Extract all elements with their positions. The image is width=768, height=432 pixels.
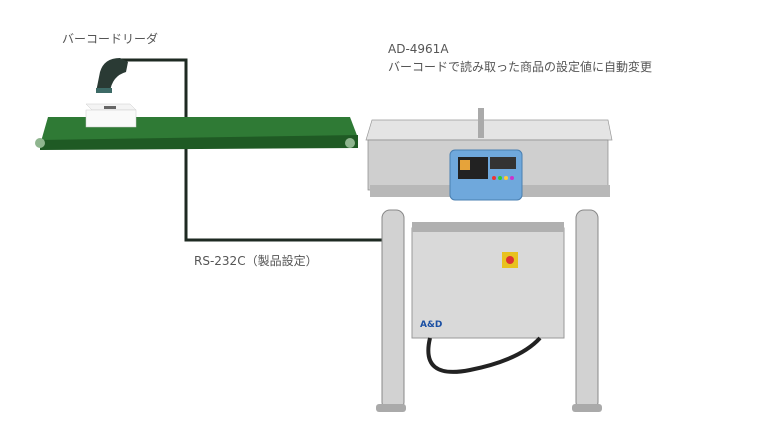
connection-label: RS-232C（製品設定） xyxy=(194,254,318,268)
barcode-scanner-icon xyxy=(96,58,128,92)
description-label: バーコードで読み取った商品の設定値に自動変更 xyxy=(388,60,653,74)
scanner-lens xyxy=(96,88,112,93)
barcode-reader-label: バーコードリーダ xyxy=(62,32,159,46)
feed-conveyor xyxy=(35,117,358,150)
brand-logo: A&D xyxy=(420,320,442,330)
checkweigher-machine: A&D xyxy=(365,108,613,412)
rs232c-cable xyxy=(120,58,382,242)
model-label: AD-4961A xyxy=(388,42,449,56)
product-box xyxy=(85,103,137,128)
